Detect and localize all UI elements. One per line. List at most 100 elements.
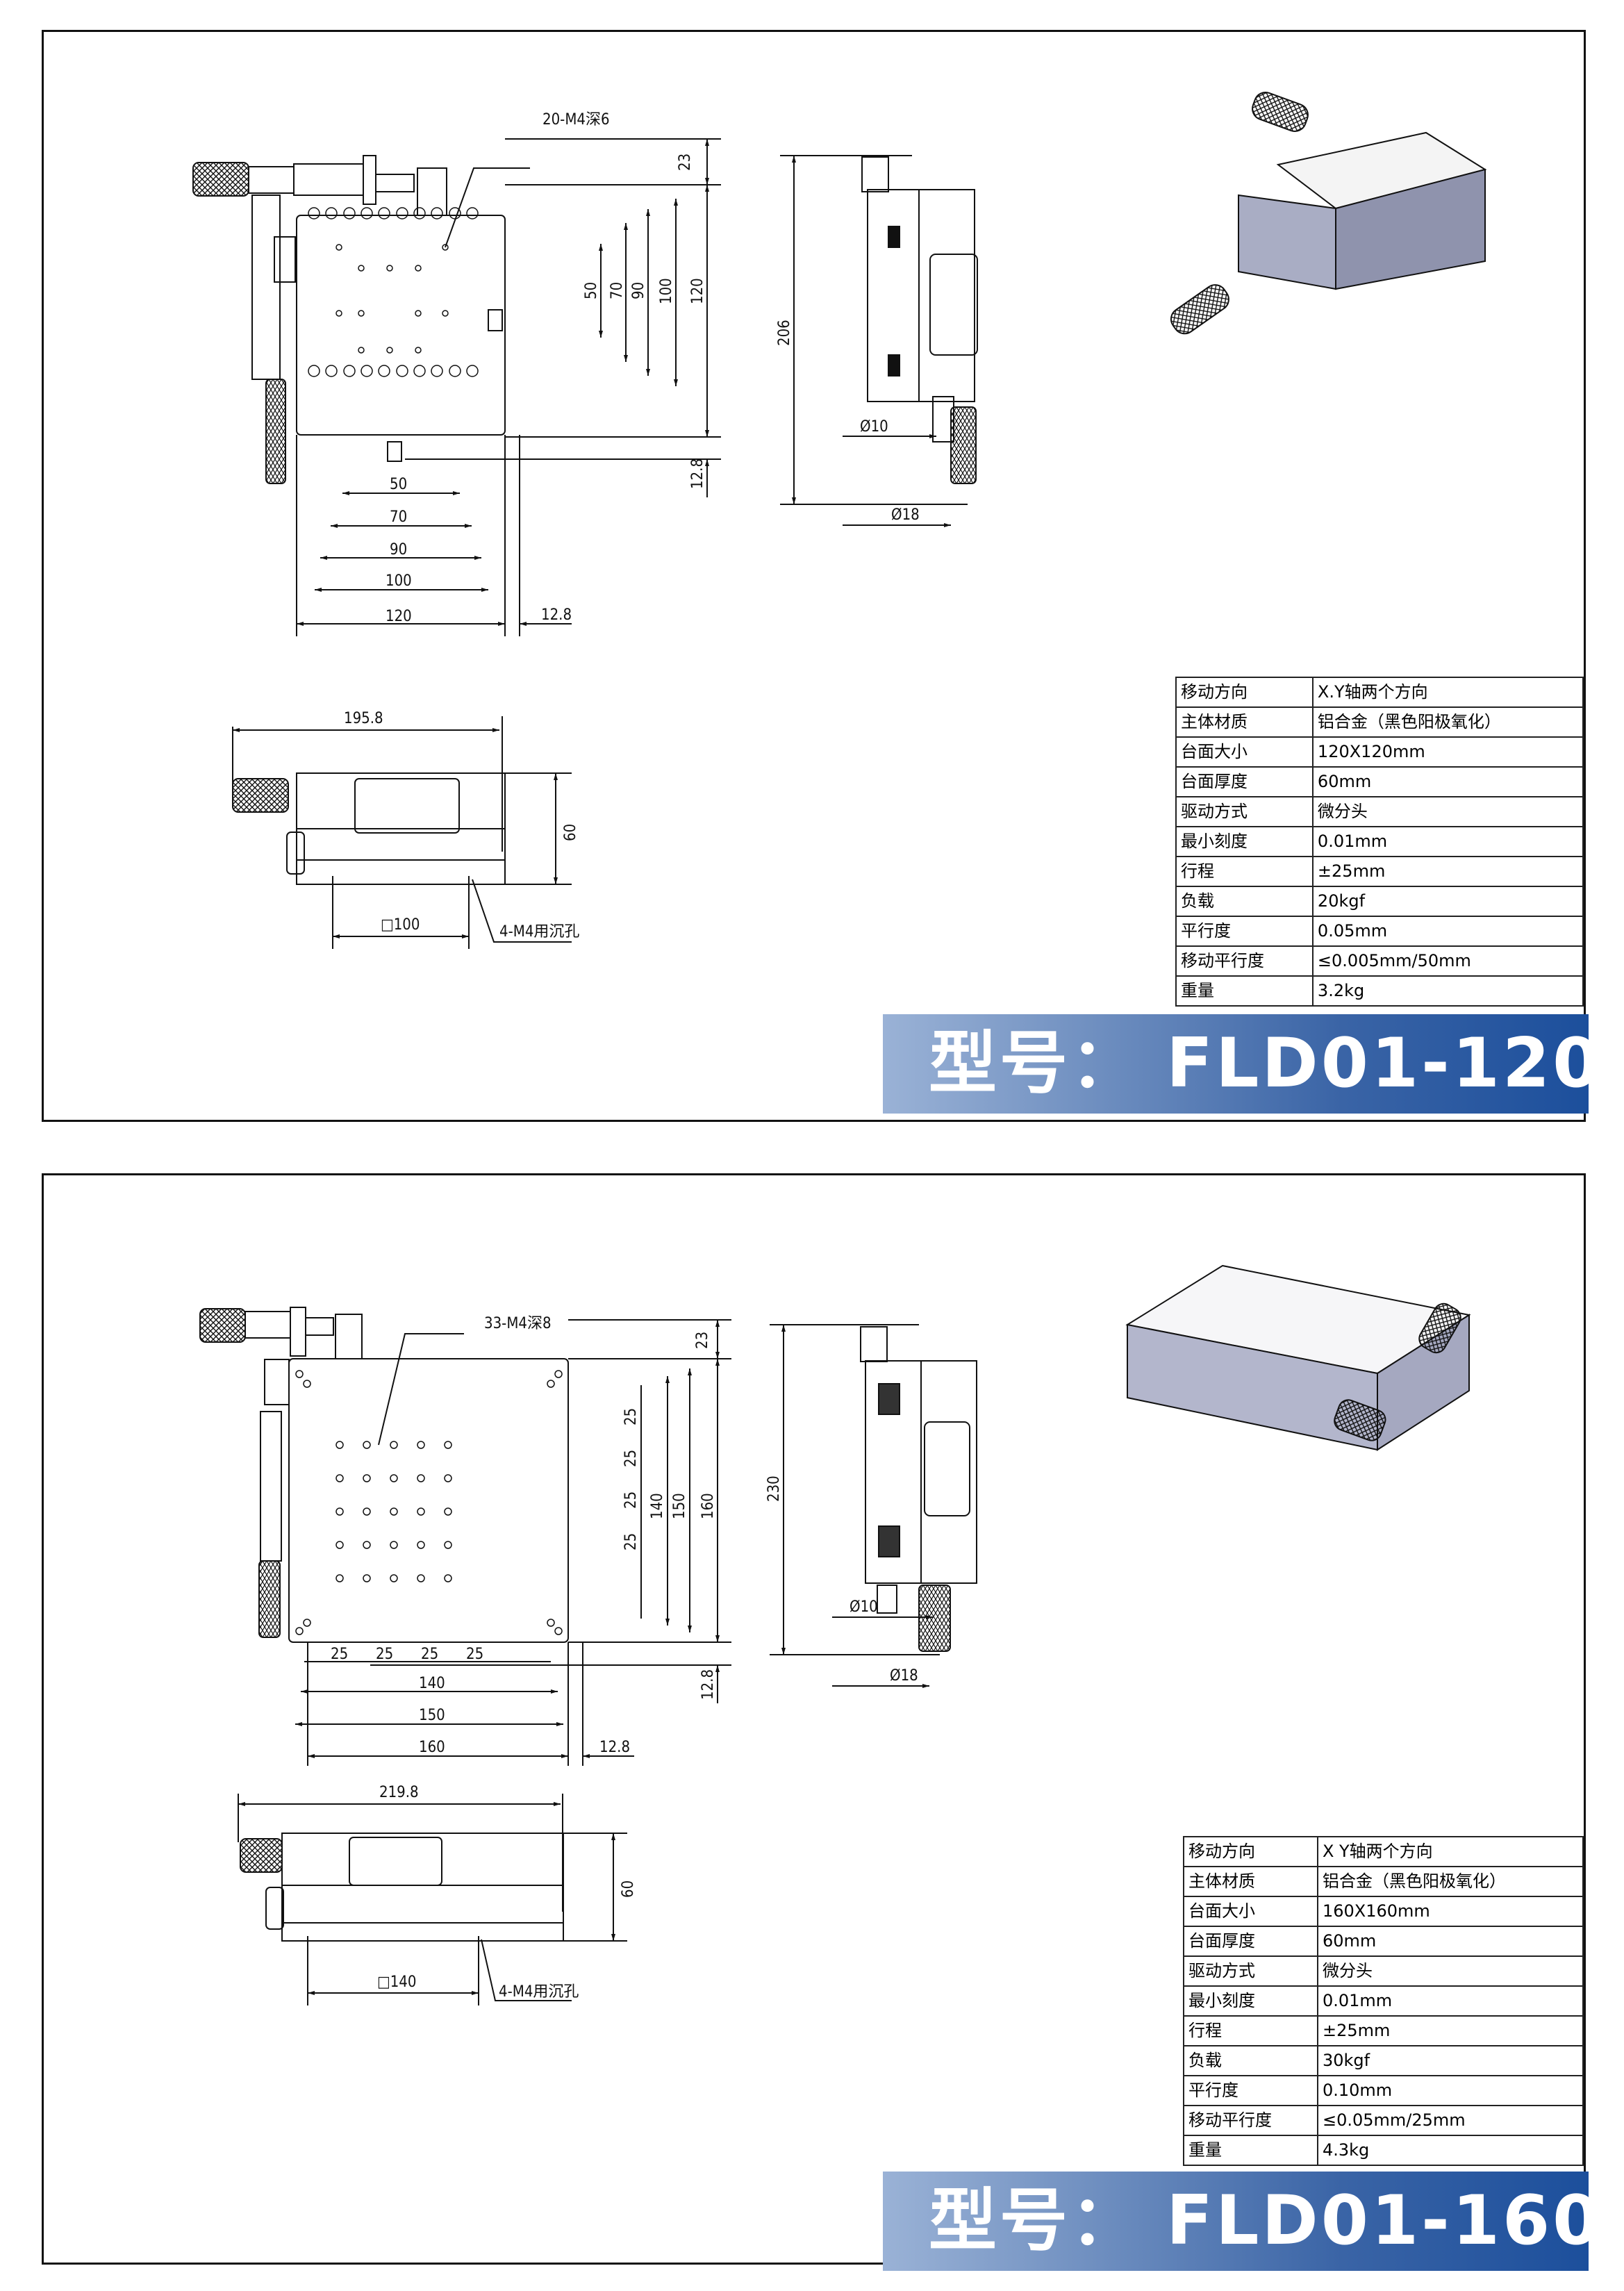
model-banner-1: 型号：FLD01-120 (883, 1014, 1589, 1114)
spec-row: 移动平行度≤0.005mm/50mm (1175, 945, 1584, 977)
side-height-dim: 206 (776, 320, 793, 346)
spec-key: 行程 (1183, 2015, 1318, 2046)
spec-row: 行程±25mm (1175, 856, 1584, 887)
mounting-hole (444, 1441, 452, 1449)
dim-23-v: 23 (694, 1332, 711, 1349)
mounting-hole (444, 1507, 452, 1516)
front-view-1 (232, 716, 572, 949)
spec-row: 主体材质铝合金（黑色阳极氧化） (1183, 1866, 1584, 1897)
dim-100-v: 100 (658, 278, 675, 304)
dim-25-v-3: 25 (622, 1491, 640, 1509)
spec-key: 重量 (1183, 2135, 1318, 2166)
spec-value: ±25mm (1316, 2015, 1584, 2046)
isometric-render-2 (1125, 1264, 1471, 1451)
dim-12-8-h: 12.8 (599, 1739, 630, 1756)
front-width-dim: 195.8 (344, 710, 383, 727)
mounting-hole (390, 1574, 398, 1582)
corner-hole (303, 1619, 311, 1627)
model-label: 型号： (929, 2181, 1142, 2260)
dim-25-h-3: 25 (421, 1646, 438, 1663)
mounting-hole (417, 1541, 425, 1549)
model-label: 型号： (929, 1024, 1142, 1103)
dim-25-h-4: 25 (466, 1646, 483, 1663)
mounting-hole (363, 1474, 371, 1482)
dim-12-8-v: 12.8 (699, 1669, 717, 1700)
mounting-hole (335, 1507, 344, 1516)
mounting-hole (417, 1474, 425, 1482)
dim-12-8-h: 12.8 (541, 606, 572, 624)
mounting-hole (363, 1574, 371, 1582)
corner-hole (303, 1380, 311, 1388)
mounting-hole (390, 1541, 398, 1549)
spec-value: X Y轴两个方向 (1316, 1836, 1584, 1867)
spec-value: 3.2kg (1311, 975, 1584, 1007)
front-height-dim: 60 (620, 1880, 637, 1898)
mounting-hole (417, 1574, 425, 1582)
spec-value: 微分头 (1311, 796, 1584, 827)
spec-value: 160X160mm (1316, 1896, 1584, 1927)
dim-70-v: 70 (608, 282, 626, 299)
spec-value: 铝合金（黑色阳极氧化） (1316, 1866, 1584, 1897)
spec-key: 最小刻度 (1175, 826, 1314, 857)
dim-160-v: 160 (699, 1493, 717, 1519)
spec-key: 台面厚度 (1175, 766, 1314, 797)
dim-90-h: 90 (390, 541, 407, 559)
dim-160-h: 160 (419, 1739, 445, 1756)
corner-hole (554, 1627, 563, 1635)
spec-value: 20kgf (1311, 886, 1584, 917)
spec-key: 主体材质 (1183, 1866, 1318, 1897)
mounting-hole (363, 1441, 371, 1449)
spec-value: ≤0.005mm/50mm (1311, 945, 1584, 977)
model-banner-2: 型号： FLD01-160 (883, 2172, 1589, 2271)
side-dia-10: Ø10 (860, 418, 888, 436)
mounting-hole (363, 1507, 371, 1516)
technical-drawing-2: 33-M4深8 23 25 25 25 25 140 150 160 12.8 … (199, 1264, 1471, 2005)
dim-50-v: 50 (583, 282, 600, 299)
technical-drawing-1: 20-M4深6 23 50 70 90 100 120 12.8 50 70 9… (192, 92, 1487, 949)
side-dia-10: Ø10 (850, 1598, 878, 1616)
spec-key: 台面大小 (1183, 1896, 1318, 1927)
dim-25-v-1: 25 (622, 1408, 640, 1425)
corner-hole (554, 1370, 563, 1378)
mounting-hole (444, 1474, 452, 1482)
spec-value: 0.01mm (1316, 1985, 1584, 2017)
spec-key: 台面大小 (1175, 736, 1314, 768)
corner-hole (295, 1370, 304, 1378)
front-mount-callout: 4-M4用沉孔 (499, 1983, 579, 2001)
model-number: FLD01-160 (1166, 2181, 1589, 2260)
dim-50-h: 50 (390, 476, 407, 493)
spec-key: 移动方向 (1175, 677, 1314, 708)
side-dia-18: Ø18 (890, 1667, 918, 1685)
spec-value: 微分头 (1316, 1955, 1584, 1987)
spec-value: 120X120mm (1311, 736, 1584, 768)
spec-key: 负载 (1183, 2045, 1318, 2076)
mounting-hole (444, 1541, 452, 1549)
hole-callout-1: 20-M4深6 (542, 111, 610, 129)
front-view-2 (238, 1794, 627, 2005)
dim-140-h: 140 (419, 1675, 445, 1692)
mounting-hole (390, 1441, 398, 1449)
spec-value: 0.05mm (1311, 916, 1584, 947)
spec-value: 0.10mm (1316, 2075, 1584, 2106)
isometric-render-1 (1170, 92, 1487, 335)
dim-140-v: 140 (649, 1493, 666, 1519)
dim-100-h: 100 (386, 572, 412, 590)
dim-25-v-4: 25 (622, 1533, 640, 1550)
front-mount-dim: □100 (381, 916, 420, 934)
dim-90-v: 90 (630, 282, 647, 299)
spec-key: 驱动方式 (1175, 796, 1314, 827)
spec-key: 主体材质 (1175, 706, 1314, 738)
spec-value: 铝合金（黑色阳极氧化） (1311, 706, 1584, 738)
spec-value: X.Y轴两个方向 (1311, 677, 1584, 708)
